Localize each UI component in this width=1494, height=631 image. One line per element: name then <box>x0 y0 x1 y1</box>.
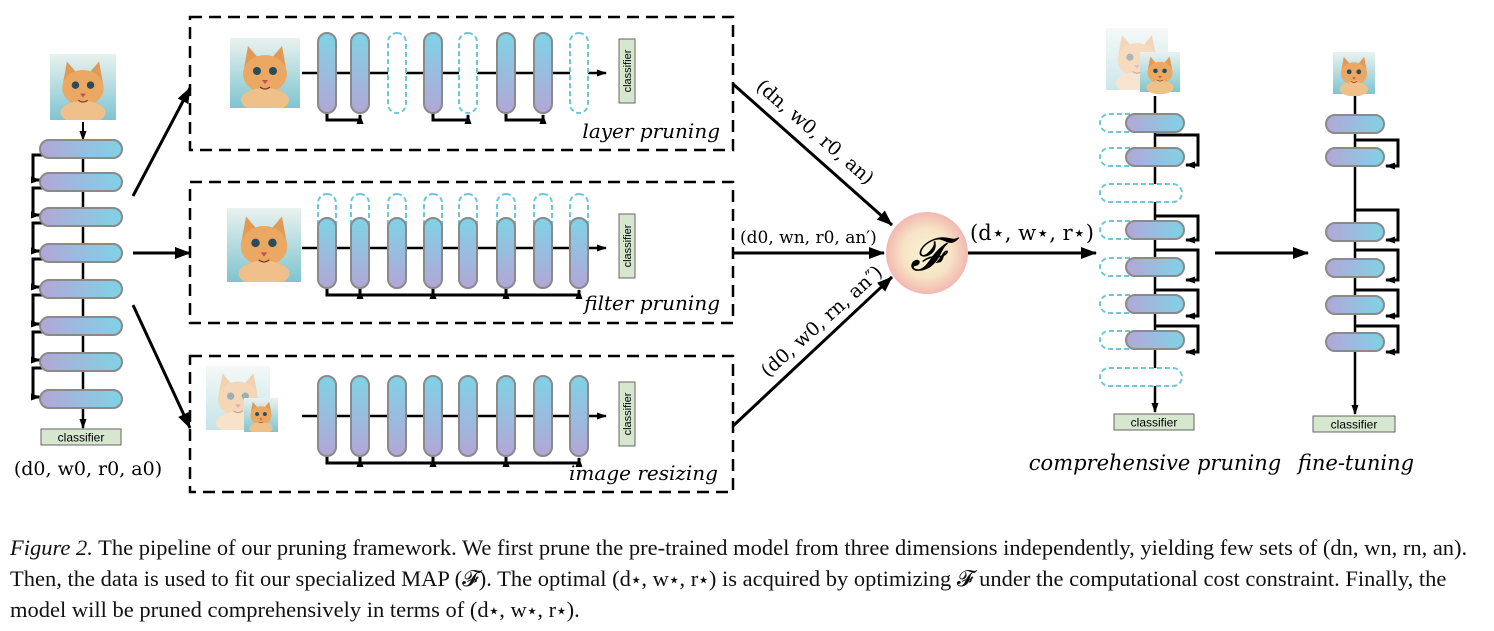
resize-edge-label: (d0, w0, rn, an″) <box>757 261 887 382</box>
base-block <box>39 389 123 409</box>
filter-block <box>533 217 553 289</box>
image-resizing-title: image resizing <box>569 461 718 485</box>
comprehensive-block <box>1125 294 1185 314</box>
fine-tuning-title: fine-tuning <box>1296 451 1414 475</box>
layer-input-image <box>230 38 300 108</box>
finetune-block <box>1325 222 1385 242</box>
base-block <box>39 243 123 263</box>
layer-classifier <box>618 38 636 104</box>
comprehensive-small-image <box>1140 51 1180 94</box>
resize-block <box>533 375 553 457</box>
layer-pruning-title: layer pruning <box>582 119 720 143</box>
base-block <box>39 316 123 336</box>
comprehensive-block <box>1125 330 1185 350</box>
finetune-block <box>1325 258 1385 278</box>
resize-block <box>496 375 516 457</box>
input-image-kitten <box>49 54 117 120</box>
resize-block <box>458 375 478 457</box>
comprehensive-classifier <box>1113 413 1195 431</box>
filter-block <box>350 217 370 289</box>
base-tuple: (d0, w0, r0, a0) <box>14 458 162 480</box>
comprehensive-pruned-block <box>1099 183 1183 203</box>
finetuned-model: classifier fine-tuning <box>1296 51 1414 475</box>
resize-small-image <box>244 398 278 432</box>
resize-classifier <box>618 381 636 447</box>
comprehensive-block <box>1125 220 1185 240</box>
base-block <box>39 172 123 192</box>
layer-block <box>533 32 553 114</box>
filter-block <box>496 217 516 289</box>
layer-classifier-label: classifier <box>622 49 634 92</box>
filter-classifier <box>618 213 636 279</box>
caption-text: The pipeline of our pruning framework. W… <box>10 535 1468 622</box>
finetune-block <box>1325 114 1385 134</box>
filter-block <box>458 217 478 289</box>
base-block <box>39 352 123 372</box>
layer-block <box>317 32 337 114</box>
branch-filter-pruning: classifier filter pruning <box>188 180 735 325</box>
comprehensive-block <box>1125 147 1185 167</box>
resize-block <box>317 375 337 457</box>
layer-block <box>350 32 370 114</box>
filter-block <box>569 217 589 289</box>
finetune-block <box>1325 147 1385 167</box>
filter-block <box>423 217 443 289</box>
filter-edge-label: (d0, wn, r0, an′) <box>740 228 877 248</box>
map-output-tuple: (d⋆, w⋆, r⋆) <box>970 221 1094 245</box>
finetune-classifier-label: classifier <box>1331 418 1378 432</box>
filter-pruning-title: filter pruning <box>582 291 720 315</box>
caption-label: Figure 2. <box>10 535 93 560</box>
base-block <box>39 207 123 227</box>
filter-classifier-label: classifier <box>622 224 634 267</box>
filter-block <box>387 217 407 289</box>
base-block <box>39 279 123 299</box>
layer-pruned-block <box>458 32 478 114</box>
layer-block <box>423 32 443 114</box>
map-node: 𝓕 <box>886 212 968 294</box>
resize-classifier-label: classifier <box>622 392 634 435</box>
figure-caption: Figure 2. The pipeline of our pruning fr… <box>10 532 1480 625</box>
branch-layer-pruning: classifier layer pruning <box>188 15 735 152</box>
base-classifier <box>40 428 122 446</box>
filter-block <box>317 217 337 289</box>
base-classifier-label: classifier <box>58 431 105 445</box>
layer-edge-label: (dn, w0, r0, an) <box>752 75 879 189</box>
comprehensive-classifier-label: classifier <box>1131 416 1178 430</box>
resize-block <box>569 375 589 457</box>
branch-image-resizing: classifier image resizing <box>188 354 735 494</box>
resize-block <box>350 375 370 457</box>
finetune-block <box>1325 332 1385 352</box>
finetune-classifier <box>1312 415 1396 433</box>
comprehensive-block <box>1125 257 1185 277</box>
comprehensive-model: classifier comprehensive pruning <box>1029 28 1281 475</box>
comprehensive-pruning-title: comprehensive pruning <box>1029 451 1281 475</box>
layer-block <box>496 32 516 114</box>
finetune-input-image <box>1333 51 1375 96</box>
comprehensive-block <box>1125 113 1185 133</box>
resize-block <box>387 375 407 457</box>
finetune-block <box>1325 295 1385 315</box>
resize-block <box>423 375 443 457</box>
pipeline-diagram: classifier (d0, w0, r0, a0) classifier l… <box>14 15 1414 494</box>
filter-input-image <box>227 208 301 282</box>
comprehensive-pruned-block <box>1099 367 1183 387</box>
base-block <box>39 139 123 159</box>
base-model: classifier (d0, w0, r0, a0) <box>14 54 162 480</box>
layer-pruned-block <box>387 32 407 114</box>
layer-pruned-block <box>569 32 589 114</box>
